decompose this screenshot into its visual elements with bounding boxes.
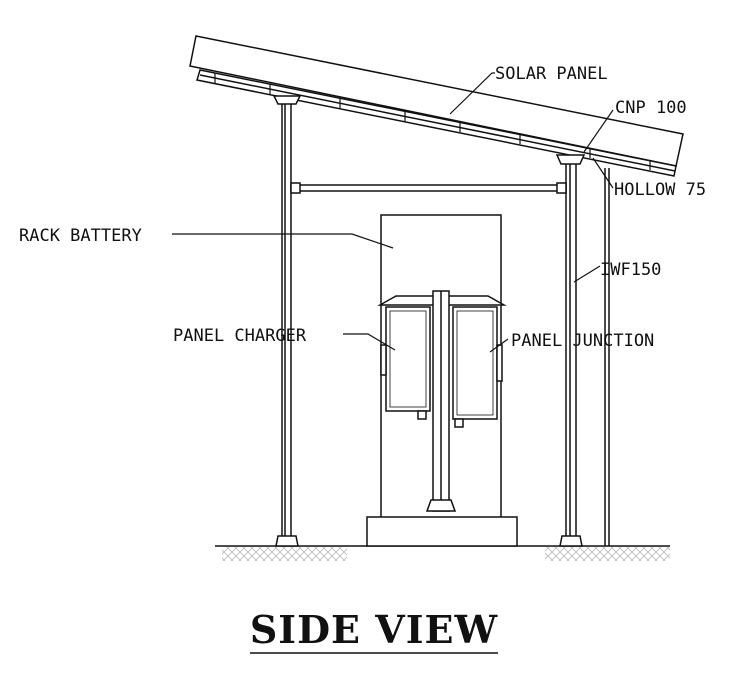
label-rack-battery: RACK BATTERY — [19, 226, 142, 246]
label-iwf: IWF150 — [600, 260, 661, 280]
label-panel-charger: PANEL CHARGER — [173, 326, 307, 346]
panel-charger — [380, 306, 431, 420]
tie-beam — [290, 182, 567, 194]
label-solar-panel: SOLAR PANEL — [495, 64, 608, 84]
label-panel-junction: PANEL JUNCTION — [511, 331, 654, 351]
label-hollow: HOLLOW 75 — [614, 180, 706, 200]
right-column — [555, 154, 610, 547]
ground — [215, 545, 670, 561]
label-cnp: CNP 100 — [615, 98, 687, 118]
panel-post — [377, 290, 507, 512]
left-column — [272, 95, 302, 547]
panel-junction — [452, 306, 503, 428]
base-plinth — [366, 516, 518, 547]
page-title: SIDE VIEW — [250, 607, 499, 652]
solar-panel — [189, 35, 684, 177]
leader-lines — [172, 72, 614, 353]
